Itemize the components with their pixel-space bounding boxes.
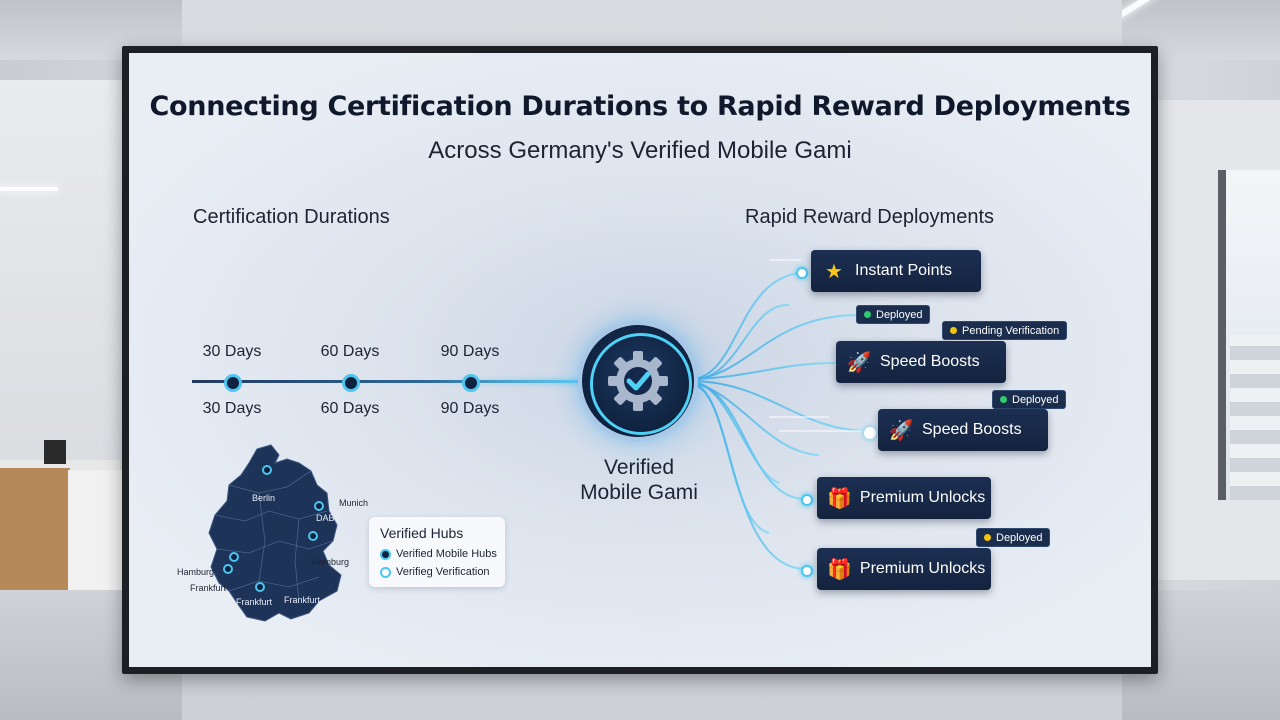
certification-heading: Certification Durations [193, 206, 390, 228]
timeline-label-bottom-90: 90 Days [440, 400, 500, 417]
map-city-label: Hamburg [312, 557, 350, 567]
map-city-label: Hamburg [177, 567, 215, 577]
status-badge-deployed: Deployed [856, 305, 931, 324]
card-connector-dot [801, 565, 813, 577]
legend-dot-icon [380, 548, 391, 560]
map-city-label: DAB3 [316, 513, 340, 523]
reward-card-premium-unlocks-2[interactable]: 🎁 Premium Unlocks [817, 548, 991, 590]
timeline-label-top-30: 30 Days [202, 343, 262, 360]
legend-item-verification: Verifieg Verification [380, 566, 490, 578]
map-legend: Verified Hubs Verified Mobile Hubs Verif… [369, 517, 505, 587]
gift-icon: 🎁 [827, 487, 852, 510]
status-badge-label: Deployed [876, 308, 923, 321]
status-badge-deployed-2: Deployed [992, 390, 1067, 409]
status-badge-pending: Pending Verification [942, 321, 1068, 340]
map-city-label: Frankfurt [236, 597, 273, 607]
status-dot [950, 327, 957, 334]
map-city-label: Berlin [252, 493, 276, 503]
reward-card-label: Premium Unlocks [859, 560, 986, 577]
status-dot [1000, 396, 1007, 403]
status-dot [984, 534, 991, 541]
reward-card-speed-boosts-2[interactable]: 🚀 Speed Boosts [878, 409, 1048, 451]
rocket-icon: 🚀 [888, 419, 914, 442]
legend-title: Verified Hubs [380, 525, 464, 541]
map-city-label: Munich [339, 498, 369, 508]
desk-top [0, 460, 120, 470]
reward-card-label: Premium Unlocks [859, 489, 986, 506]
timeline-node-30[interactable] [224, 374, 242, 392]
reward-card-instant-points[interactable]: ★ Instant Points [811, 250, 981, 292]
reward-card-label: Instant Points [855, 262, 952, 279]
gear-check-icon [608, 351, 668, 411]
legend-item-hubs: Verified Mobile Hubs [380, 548, 497, 560]
rocket-icon: 🚀 [846, 351, 872, 374]
legend-item-label: Verifieg Verification [396, 566, 490, 578]
timeline-label-top-60: 60 Days [320, 343, 380, 360]
desk-cabinet [0, 468, 70, 590]
desk-counter [68, 470, 124, 590]
reward-card-label: Speed Boosts [880, 353, 980, 370]
legend-dot-icon [380, 566, 391, 578]
hub-label-line1: Verified [603, 456, 675, 479]
map-city-label: Frankfurt [284, 595, 321, 605]
hub-ring [590, 333, 692, 435]
timeline-label-top-90: 90 Days [440, 343, 500, 360]
status-badge-label: Pending Verification [962, 324, 1060, 337]
card-connector-dot [796, 267, 808, 279]
page-subtitle: Across Germany's Verified Mobile Gami [428, 137, 852, 164]
status-badge-deployed-3: Deployed [976, 528, 1051, 547]
gift-icon: 🎁 [827, 558, 852, 581]
timeline-node-90[interactable] [462, 374, 480, 392]
timeline-label-bottom-30: 30 Days [202, 400, 262, 417]
hub-label: Verified Mobile Gami [549, 455, 729, 505]
timeline-node-60[interactable] [342, 374, 360, 392]
hub-label-line2: Mobile Gami [580, 481, 698, 504]
status-dot [864, 311, 871, 318]
timeline-glow [429, 378, 599, 385]
window-building [1230, 335, 1280, 500]
star-icon: ★ [825, 260, 843, 283]
timeline-label-bottom-60: 60 Days [320, 400, 380, 417]
germany-map [208, 444, 342, 622]
card-connector-dot [801, 494, 813, 506]
page-title: Connecting Certification Durations to Ra… [149, 91, 1131, 122]
status-badge-label: Deployed [996, 531, 1043, 544]
office-light [0, 187, 58, 191]
rewards-heading: Rapid Reward Deployments [745, 206, 995, 228]
reward-card-premium-unlocks-1[interactable]: 🎁 Premium Unlocks [817, 477, 991, 519]
timeline-track [192, 380, 592, 383]
background-monitor [44, 440, 66, 464]
legend-item-label: Verified Mobile Hubs [396, 548, 497, 560]
card-connector-dot [864, 427, 876, 439]
infographic-display: Connecting Certification Durations to Ra… [129, 53, 1151, 667]
map-city-label: Frankfurt [190, 583, 227, 593]
status-badge-label: Deployed [1012, 393, 1059, 406]
reward-card-label: Speed Boosts [922, 421, 1022, 438]
reward-card-speed-boosts-1[interactable]: 🚀 Speed Boosts [836, 341, 1006, 383]
